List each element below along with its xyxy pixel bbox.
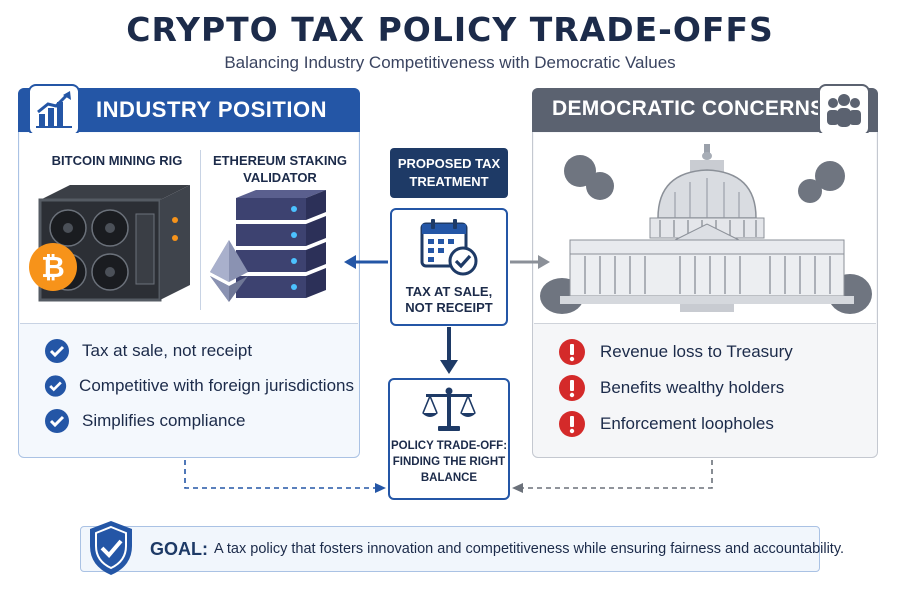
server-stack-icon [236, 190, 326, 298]
staking-label-line2: VALIDATOR [243, 170, 317, 185]
page-subtitle: Balancing Industry Competitiveness with … [224, 53, 676, 72]
people-group-icon [818, 84, 870, 136]
capitol-building-icon [540, 144, 872, 314]
tradeoff-line2: FINDING THE RIGHT [392, 456, 506, 468]
tradeoff-box [388, 378, 510, 500]
goal-text: A tax policy that fosters innovation and… [214, 541, 845, 557]
democratic-bullet-text: Enforcement loopholes [600, 414, 774, 433]
page-title: CRYPTO TAX POLICY TRADE-OFFS [126, 10, 774, 49]
industry-bullet: Simplifies compliance [44, 407, 354, 435]
industry-heading: INDUSTRY POSITION [96, 97, 327, 122]
tradeoff-text: POLICY TRADE-OFF: FINDING THE RIGHT BALA… [388, 438, 510, 486]
calendar-check-icon [420, 219, 478, 276]
proposed-treatment-label: PROPOSED TAX TREATMENT [390, 148, 508, 198]
tradeoff-line1: POLICY TRADE-OFF: [390, 440, 508, 452]
proposed-label-line2: TREATMENT [409, 174, 489, 189]
industry-bullet-text: Tax at sale, not receipt [82, 341, 253, 360]
check-circle-icon [45, 409, 69, 433]
industry-bullet: Tax at sale, not receipt [44, 337, 354, 365]
industry-bullet-text: Simplifies compliance [82, 411, 246, 430]
democratic-heading: DEMOCRATIC CONCERNS [552, 97, 825, 120]
svg-text:₿: ₿ [41, 250, 65, 284]
proposed-treatment-text: TAX AT SALE, NOT RECEIPT [390, 284, 508, 316]
industry-bullet: Competitive with foreign jurisdictions [44, 372, 354, 400]
tradeoff-line3: BALANCE [420, 472, 478, 484]
alert-circle-icon [559, 375, 585, 401]
dashed-arrow-right-head [512, 483, 523, 493]
shield-check-icon [90, 521, 132, 575]
proposed-label-line1: PROPOSED TAX [397, 156, 501, 171]
check-circle-icon [44, 375, 67, 397]
growth-chart-icon [28, 84, 80, 136]
dashed-arrow-right [522, 460, 713, 489]
ethereum-icon [210, 240, 248, 302]
alert-circle-icon [559, 339, 585, 365]
proposed-text-line1: TAX AT SALE, [405, 284, 493, 299]
dashed-arrow-left-head [375, 483, 386, 493]
goal-label: GOAL: [150, 539, 208, 559]
proposed-text-line2: NOT RECEIPT [405, 300, 493, 315]
democratic-bullet-divider [534, 323, 876, 324]
industry-bullet-divider [20, 323, 358, 324]
arrow-down-head [440, 360, 458, 374]
check-circle-icon [45, 339, 69, 363]
dashed-arrow-left [184, 460, 378, 489]
democratic-bullet: Benefits wealthy holders [558, 373, 868, 403]
illustration-divider [200, 150, 201, 310]
alert-circle-icon [559, 411, 585, 437]
democratic-bullet: Revenue loss to Treasury [558, 337, 868, 367]
balance-scale-icon [422, 387, 476, 431]
bitcoin-icon: ₿ [29, 243, 77, 291]
goal-bar [80, 526, 820, 572]
democratic-bullet: Enforcement loopholes [558, 409, 868, 439]
democratic-bullet-text: Benefits wealthy holders [600, 378, 785, 397]
mining-rig-label: BITCOIN MINING RIG [51, 153, 183, 168]
staking-label-line1: ETHEREUM STAKING [212, 153, 348, 168]
industry-bullet-text: Competitive with foreign jurisdictions [79, 376, 354, 395]
democratic-bullet-text: Revenue loss to Treasury [600, 342, 793, 361]
